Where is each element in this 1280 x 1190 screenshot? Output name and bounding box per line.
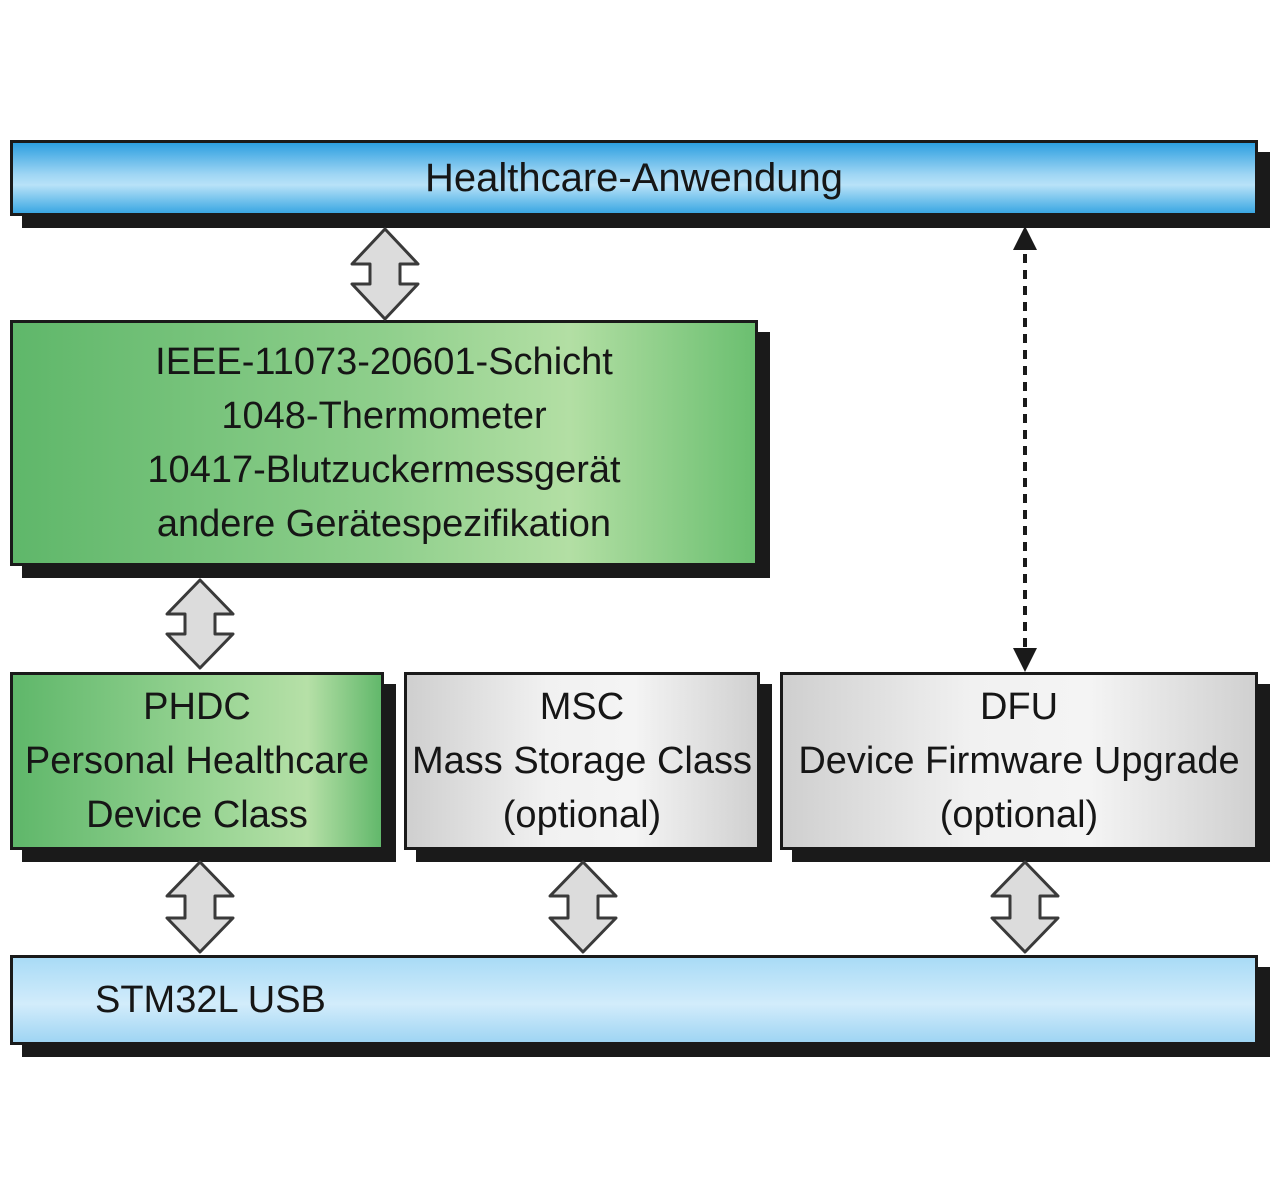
msc-box: MSC Mass Storage Class (optional) [404, 672, 760, 850]
ieee-11073-layer: IEEE-11073-20601-Schicht 1048-Thermomete… [10, 320, 758, 566]
double-arrow-icon [165, 578, 235, 670]
dfu-box: DFU Device Firmware Upgrade (optional) [780, 672, 1258, 850]
healthcare-application-layer: Healthcare-Anwendung [10, 140, 1258, 216]
double-arrow-icon [990, 860, 1060, 954]
dfu-line-2: Device Firmware Upgrade [798, 740, 1240, 782]
ieee-layer-line-2: 1048-Thermometer [221, 395, 547, 437]
dfu-line-1: DFU [979, 686, 1059, 728]
stm32l-usb-label: STM32L USB [95, 978, 326, 1021]
stm32l-usb-layer: STM32L USB [10, 955, 1258, 1045]
ieee-layer-line-3: 10417-Blutzuckermessgerät [147, 449, 621, 491]
dfu-line-3: (optional) [939, 794, 1099, 836]
healthcare-application-label: Healthcare-Anwendung [424, 155, 844, 200]
msc-line-1: MSC [539, 686, 625, 728]
msc-line-2: Mass Storage Class [411, 740, 752, 782]
phdc-box: PHDC Personal Healthcare Device Class [10, 672, 384, 850]
double-arrow-icon [165, 860, 235, 954]
phdc-line-1: PHDC [143, 686, 251, 728]
double-arrow-icon [350, 227, 420, 321]
phdc-line-2: Personal Healthcare [24, 740, 370, 782]
ieee-layer-line-1: IEEE-11073-20601-Schicht [155, 341, 613, 383]
double-arrow-icon [548, 860, 618, 954]
msc-line-3: (optional) [502, 794, 662, 836]
ieee-layer-line-4: andere Gerätespezifikation [156, 503, 612, 545]
phdc-line-3: Device Class [86, 794, 308, 836]
